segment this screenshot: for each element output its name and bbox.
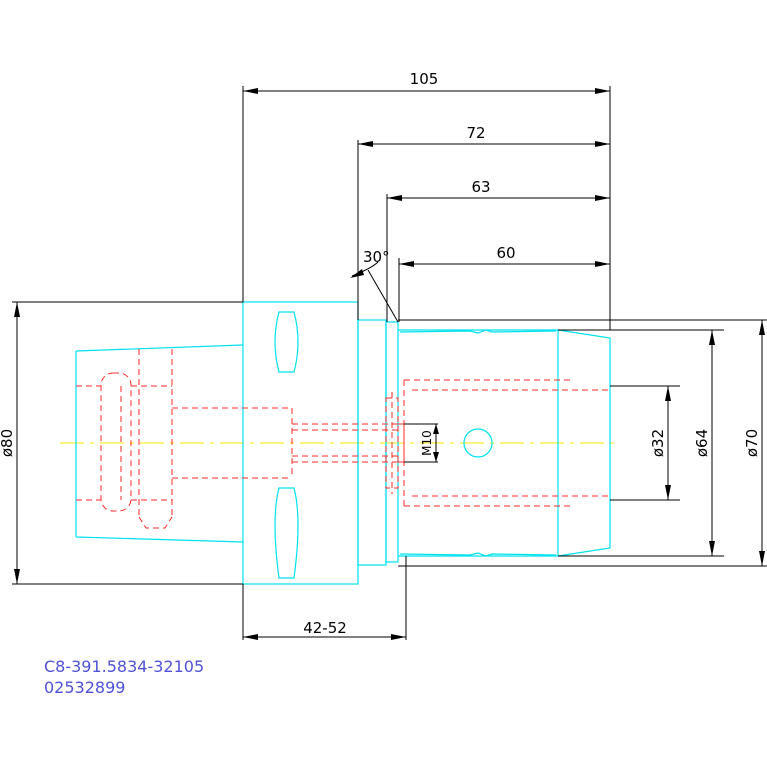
label-dia64: ø64 <box>693 429 711 457</box>
label-72: 72 <box>466 124 485 142</box>
stop-screw <box>385 392 405 494</box>
side-screw-hole <box>463 428 493 458</box>
part-code: C8-391.5834-32105 <box>44 657 204 676</box>
drive-slot-top <box>274 311 299 373</box>
collet-bore <box>403 379 610 507</box>
angle-leader <box>351 261 399 323</box>
coolant-tube <box>292 423 398 463</box>
nose-body <box>398 329 611 557</box>
nose-top-edge <box>399 329 557 334</box>
knob-bore <box>138 349 173 529</box>
label-angle: 30° <box>363 248 390 266</box>
label-63: 63 <box>471 178 490 196</box>
through-bore <box>172 407 293 479</box>
label-dia70: ø70 <box>743 429 761 457</box>
label-105: 105 <box>410 70 439 88</box>
retention-cavity <box>100 372 132 512</box>
hidden-lines <box>76 349 610 529</box>
label-dia32: ø32 <box>649 429 667 457</box>
part-number: 02532899 <box>44 678 125 697</box>
label-60: 60 <box>496 244 515 262</box>
label-m10: M10 <box>420 430 434 456</box>
shank-taper <box>75 344 244 543</box>
nose-bottom-edge <box>399 552 557 557</box>
drive-slot-bottom <box>274 487 299 579</box>
dimension-lines <box>12 86 767 640</box>
cavity-lines <box>76 385 172 501</box>
label-42-52: 42-52 <box>303 619 347 637</box>
label-dia80: ø80 <box>0 429 16 457</box>
holder-outline <box>75 301 611 585</box>
